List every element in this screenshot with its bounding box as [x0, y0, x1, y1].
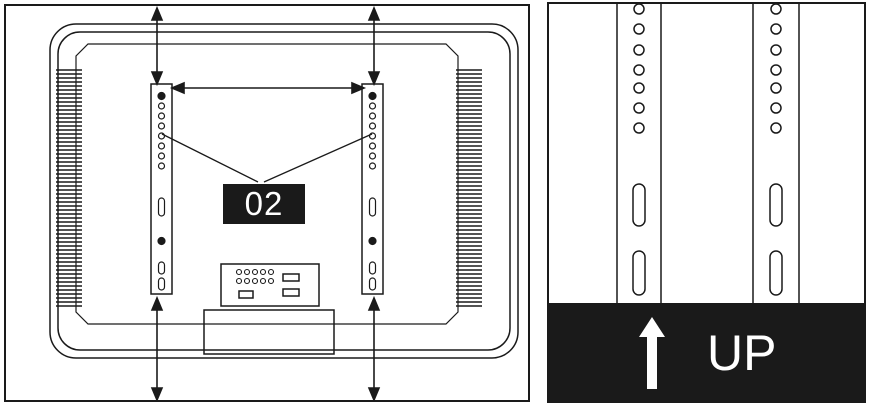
detail-left-holes [632, 4, 646, 296]
bracket-detail-drawing [616, 4, 800, 304]
bracket-callout-label: 02 [223, 184, 305, 224]
up-label: UP [707, 325, 777, 381]
up-arrow-icon [639, 317, 665, 389]
detail-bracket-right [752, 4, 800, 304]
detail-bracket-left [616, 4, 662, 304]
io-port-2 [282, 288, 300, 297]
stand-neck [203, 309, 335, 355]
horizontal-dimension-arrow [169, 81, 367, 95]
vent-left [56, 69, 82, 307]
up-orientation-band: UP [549, 303, 864, 401]
left-top-dimension-arrow [150, 6, 164, 87]
monitor-outer-casing [49, 23, 519, 359]
io-panel-buttons [235, 268, 275, 285]
monitor-rear-diagram: 02 [4, 4, 530, 402]
callout-leader-lines [161, 133, 373, 183]
left-bottom-dimension-arrow [150, 295, 164, 400]
bracket-detail-diagram: UP [547, 2, 866, 403]
right-bracket-holes [368, 91, 377, 291]
monitor-inner-casing [57, 31, 511, 351]
io-port-3 [238, 290, 254, 299]
right-bottom-dimension-arrow [367, 295, 381, 400]
left-bracket-holes [157, 91, 166, 291]
monitor-rear-drawing [49, 6, 519, 400]
detail-right-holes [769, 4, 783, 296]
io-panel [220, 263, 320, 307]
right-top-dimension-arrow [367, 6, 381, 87]
right-mount-bracket [361, 83, 384, 295]
left-mount-bracket [150, 83, 173, 295]
vent-right [456, 69, 482, 307]
io-port-1 [282, 273, 300, 282]
